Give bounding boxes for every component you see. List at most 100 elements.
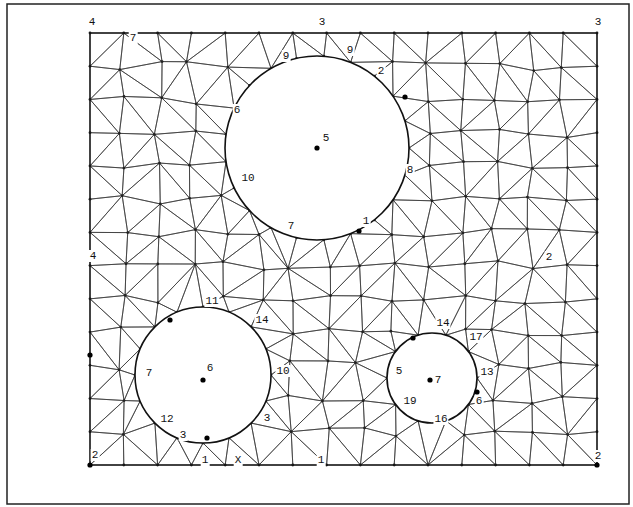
mesh-triangle	[225, 33, 259, 67]
boundary-number: 2	[594, 450, 603, 462]
boundary-number: 9	[346, 44, 355, 56]
boundary-number: 1	[201, 454, 210, 466]
mesh-node	[394, 262, 397, 265]
mesh-node	[222, 295, 225, 298]
circular-holes	[90, 33, 597, 465]
mesh-node	[156, 263, 159, 266]
mesh-triangle	[363, 301, 392, 332]
mesh-triangle	[90, 295, 125, 327]
mesh-triangle	[391, 301, 418, 335]
mesh-triangle	[428, 421, 464, 465]
mesh-node	[160, 96, 163, 99]
mesh-triangle	[195, 195, 227, 234]
mesh-node	[327, 360, 330, 363]
mesh-triangle	[360, 235, 395, 266]
mesh-triangle	[223, 270, 264, 300]
mesh-node	[564, 301, 567, 304]
mesh-triangle	[464, 404, 495, 434]
mesh-triangle	[351, 33, 393, 62]
mesh-triangle	[360, 428, 396, 465]
mesh-triangle	[525, 269, 565, 304]
marked-point	[356, 228, 361, 233]
mesh-triangle	[125, 264, 158, 296]
marked-point	[402, 94, 407, 99]
mesh-triangle	[365, 404, 396, 436]
mesh-triangle	[160, 163, 190, 204]
mesh-node	[531, 402, 534, 405]
mesh-triangle	[466, 261, 498, 301]
hole-boundary	[225, 56, 409, 240]
mesh-triangle	[498, 129, 529, 161]
marked-point	[87, 352, 92, 357]
mesh-node	[328, 427, 331, 430]
boundary-number: 7	[129, 32, 138, 44]
mesh-triangle	[533, 230, 567, 269]
mesh-triangle	[329, 329, 363, 363]
mesh-triangle	[329, 296, 363, 332]
mesh-triangle	[90, 327, 121, 370]
mesh-triangle	[393, 62, 426, 97]
mesh-node	[464, 195, 467, 198]
marked-point	[474, 389, 479, 394]
mesh-triangle	[90, 264, 126, 296]
mesh-triangle	[559, 99, 597, 137]
mesh-node	[490, 328, 493, 331]
mesh-triangle	[90, 33, 124, 66]
mesh-node	[123, 399, 126, 402]
mesh-triangle	[223, 296, 263, 312]
mesh-triangle	[121, 295, 155, 327]
mesh-triangle	[464, 431, 495, 465]
mesh-node	[497, 363, 500, 366]
mesh-triangle	[90, 365, 119, 398]
mesh-node	[194, 263, 197, 266]
mesh-triangle	[291, 428, 329, 465]
mesh-triangle	[461, 129, 500, 161]
mesh-node	[185, 60, 188, 63]
mesh-triangle	[196, 67, 234, 108]
mesh-triangle	[562, 397, 597, 435]
mesh-node	[422, 235, 425, 238]
mesh-triangle	[466, 196, 500, 228]
mesh-node	[526, 196, 529, 199]
mesh-node	[463, 434, 466, 437]
mesh-node	[524, 302, 527, 305]
mesh-triangle	[123, 434, 157, 465]
boundary-number: 7	[434, 374, 443, 386]
mesh-node	[226, 66, 229, 69]
mesh-node	[496, 160, 499, 163]
mesh-node	[559, 361, 562, 364]
mesh-triangle	[90, 432, 123, 465]
mesh-triangle	[271, 361, 290, 396]
mesh-node	[118, 68, 121, 71]
mesh-triangle	[492, 330, 529, 365]
mesh-triangle	[498, 229, 533, 269]
mesh-node	[288, 359, 291, 362]
mesh-triangle	[563, 33, 597, 66]
mesh-triangle	[496, 33, 530, 64]
boundary-number: 2	[377, 65, 386, 77]
mesh-node	[292, 299, 295, 302]
boundary-number: 7	[287, 220, 296, 232]
mesh-node	[566, 166, 569, 169]
mesh-node	[391, 60, 394, 63]
mesh-triangle	[559, 230, 597, 265]
mesh-triangle	[196, 131, 226, 162]
mesh-node	[427, 100, 430, 103]
mesh-node	[429, 132, 432, 135]
mesh-triangle	[327, 428, 361, 465]
mesh-triangle	[90, 133, 119, 166]
mesh-triangle	[90, 96, 124, 133]
mesh-node	[424, 62, 427, 65]
mesh-triangle	[405, 102, 430, 134]
mesh-triangle	[567, 232, 597, 265]
mesh-node	[566, 433, 569, 436]
boundary-number: 8	[406, 164, 415, 176]
mesh-triangle	[90, 33, 124, 70]
mesh-triangle	[189, 162, 226, 196]
mesh-triangle	[159, 204, 196, 237]
mesh-node	[125, 262, 128, 265]
mesh-node	[497, 259, 500, 262]
mesh-triangle	[528, 100, 567, 138]
mesh-triangle	[90, 166, 124, 196]
